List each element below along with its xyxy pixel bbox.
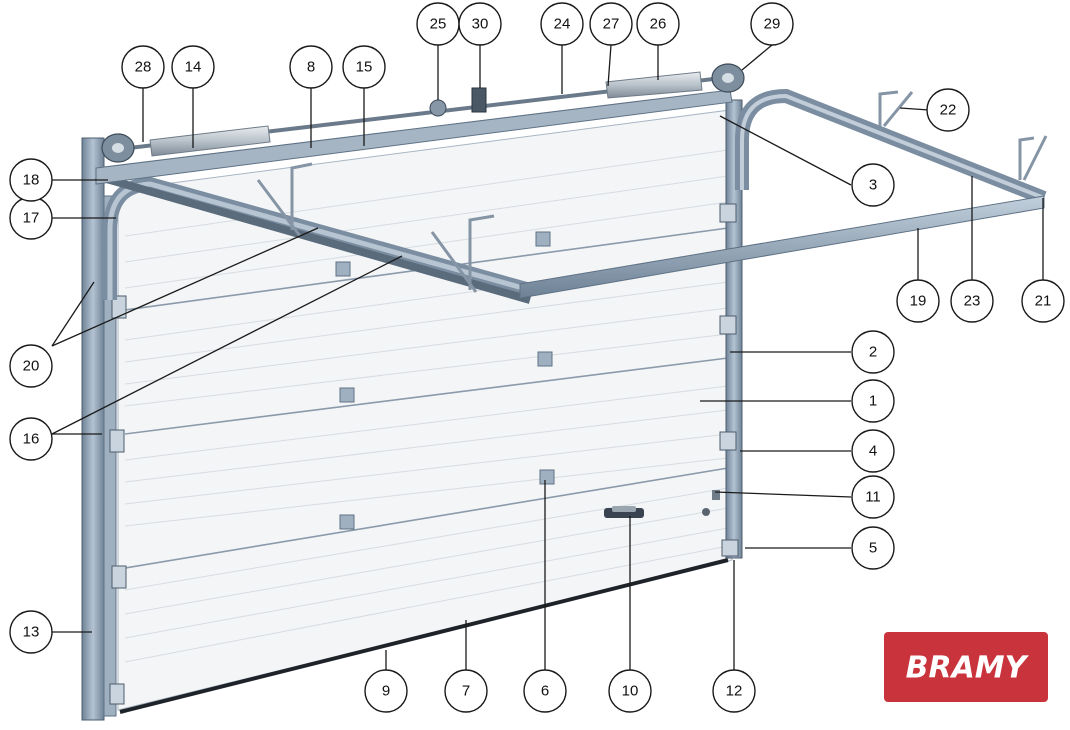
callout-16: 16 bbox=[9, 417, 53, 461]
hanger-brackets bbox=[256, 90, 1048, 293]
brand-logo-text: BRAMY bbox=[906, 651, 1030, 686]
callout-20: 20 bbox=[9, 344, 53, 388]
callout-30: 30 bbox=[458, 2, 502, 46]
callout-10-label: 10 bbox=[622, 683, 639, 700]
callout-12-label: 12 bbox=[726, 683, 743, 700]
callout-19: 19 bbox=[896, 279, 940, 323]
callout-14-label: 14 bbox=[185, 59, 202, 76]
callout-3-label: 3 bbox=[869, 177, 877, 194]
callout-5-label: 5 bbox=[869, 540, 877, 557]
left-spring bbox=[149, 125, 271, 157]
callout-22: 22 bbox=[926, 88, 970, 132]
top-header bbox=[95, 89, 733, 185]
callout-17-label: 17 bbox=[23, 210, 40, 227]
callout-26: 26 bbox=[636, 2, 680, 46]
callout-28-label: 28 bbox=[135, 59, 152, 76]
callout-7: 7 bbox=[444, 669, 488, 713]
right-rollers bbox=[719, 203, 739, 557]
callout-17: 17 bbox=[9, 196, 53, 240]
left-drum bbox=[101, 133, 135, 163]
panel-ribs bbox=[124, 149, 729, 663]
callout-28: 28 bbox=[121, 45, 165, 89]
callout-27-label: 27 bbox=[603, 16, 620, 33]
callout-6-label: 6 bbox=[541, 683, 549, 700]
center-bearing bbox=[429, 99, 447, 117]
leader-lines bbox=[51, 44, 1044, 670]
callout-14: 14 bbox=[171, 45, 215, 89]
callout-8: 8 bbox=[289, 45, 333, 89]
callout-26-label: 26 bbox=[650, 16, 667, 33]
right-drum bbox=[711, 63, 745, 93]
callout-25: 25 bbox=[416, 2, 460, 46]
left-frame bbox=[81, 137, 105, 721]
callout-15: 15 bbox=[342, 45, 386, 89]
callout-29-label: 29 bbox=[764, 16, 781, 33]
left-rollers bbox=[109, 295, 127, 705]
callout-2-label: 2 bbox=[869, 344, 877, 361]
callout-19-label: 19 bbox=[910, 293, 927, 310]
center-hinges bbox=[335, 231, 555, 530]
bottom-seal bbox=[119, 558, 729, 714]
callout-11-label: 11 bbox=[865, 489, 881, 506]
callout-24-label: 24 bbox=[554, 16, 571, 33]
callout-24: 24 bbox=[540, 2, 584, 46]
callout-21-label: 21 bbox=[1035, 293, 1052, 310]
callout-7-label: 7 bbox=[462, 683, 470, 700]
door-lock bbox=[702, 490, 720, 516]
callout-25-label: 25 bbox=[430, 16, 447, 33]
callout-9-label: 9 bbox=[382, 683, 390, 700]
brand-logo: BRAMY bbox=[884, 632, 1048, 702]
right-track-highlight bbox=[740, 93, 1045, 200]
callout-20-label: 20 bbox=[23, 358, 40, 375]
callout-3: 3 bbox=[851, 163, 895, 207]
callout-1: 1 bbox=[851, 379, 895, 423]
callout-30-label: 30 bbox=[472, 16, 489, 33]
door-panel bbox=[117, 109, 733, 711]
callout-23-label: 23 bbox=[964, 293, 981, 310]
callout-4: 4 bbox=[851, 429, 895, 473]
callout-18: 18 bbox=[9, 158, 53, 202]
callout-18-label: 18 bbox=[23, 172, 40, 189]
brand-logo-badge bbox=[884, 632, 1048, 702]
callout-27: 27 bbox=[589, 2, 633, 46]
callout-21: 21 bbox=[1021, 279, 1065, 323]
callout-15-label: 15 bbox=[356, 59, 373, 76]
callout-2: 2 bbox=[851, 330, 895, 374]
callout-4-label: 4 bbox=[869, 443, 877, 460]
callout-13: 13 bbox=[9, 610, 53, 654]
left-track-angle bbox=[94, 172, 532, 304]
callout-5: 5 bbox=[851, 526, 895, 570]
callout-22-label: 22 bbox=[940, 102, 957, 119]
callout-9: 9 bbox=[364, 669, 408, 713]
callout-6: 6 bbox=[523, 669, 567, 713]
cross-rail bbox=[519, 195, 1045, 299]
callout-11: 11 bbox=[851, 475, 895, 519]
callout-10: 10 bbox=[608, 669, 652, 713]
callout-12: 12 bbox=[712, 669, 756, 713]
callout-8-label: 8 bbox=[307, 59, 315, 76]
callout-1-label: 1 bbox=[869, 393, 877, 410]
door-handle bbox=[604, 506, 644, 518]
callout-23: 23 bbox=[950, 279, 994, 323]
shaft-coupling bbox=[471, 87, 487, 113]
left-horizontal-track-highlight bbox=[107, 181, 531, 300]
callout-16-label: 16 bbox=[23, 431, 40, 448]
right-spring bbox=[605, 71, 703, 99]
callout-29: 29 bbox=[750, 2, 794, 46]
callout-13-label: 13 bbox=[23, 624, 40, 641]
